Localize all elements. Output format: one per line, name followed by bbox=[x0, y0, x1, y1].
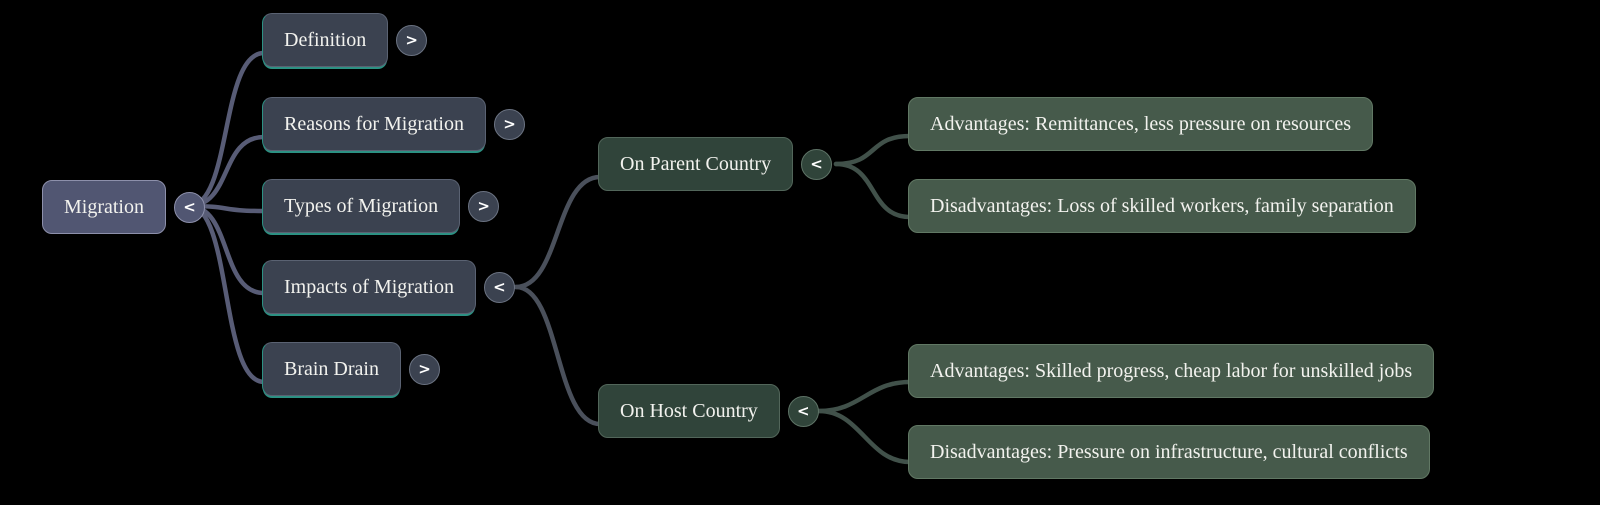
node-on-host-country: On Host Country < bbox=[598, 384, 819, 438]
node-host-disadvantages-label[interactable]: Disadvantages: Pressure on infrastructur… bbox=[908, 425, 1430, 479]
collapse-toggle-impacts[interactable]: < bbox=[483, 271, 515, 303]
link-parent-disadvantages bbox=[833, 161, 913, 220]
node-host-advantages: Advantages: Skilled progress, cheap labo… bbox=[908, 344, 1435, 398]
node-reasons-label[interactable]: Reasons for Migration bbox=[262, 97, 486, 151]
link-parent-advantages bbox=[833, 133, 913, 167]
expand-toggle-definition[interactable]: > bbox=[396, 24, 428, 56]
expand-toggle-reasons[interactable]: > bbox=[493, 108, 525, 140]
expand-toggle-types[interactable]: > bbox=[468, 190, 500, 222]
expand-toggle-brain-drain[interactable]: > bbox=[408, 353, 440, 385]
node-host-advantages-label[interactable]: Advantages: Skilled progress, cheap labo… bbox=[908, 344, 1435, 398]
node-parent-country-label[interactable]: On Parent Country bbox=[598, 137, 794, 191]
node-brain-drain-label[interactable]: Brain Drain bbox=[262, 342, 401, 396]
collapse-toggle-migration[interactable]: < bbox=[174, 191, 205, 223]
collapse-toggle-host-country[interactable]: < bbox=[787, 395, 819, 427]
link-impacts-parentcountry bbox=[513, 174, 603, 290]
link-host-disadvantages bbox=[816, 408, 913, 465]
node-on-parent-country: On Parent Country < bbox=[598, 137, 833, 191]
node-definition-label[interactable]: Definition bbox=[262, 13, 389, 67]
node-types-label[interactable]: Types of Migration bbox=[262, 179, 461, 233]
node-host-country-label[interactable]: On Host Country bbox=[598, 384, 780, 438]
node-parent-advantages: Advantages: Remittances, less pressure o… bbox=[908, 97, 1373, 151]
node-types-of-migration: Types of Migration > bbox=[262, 179, 500, 233]
node-migration: Migration < bbox=[42, 180, 205, 234]
collapse-toggle-parent-country[interactable]: < bbox=[801, 148, 833, 180]
node-host-disadvantages: Disadvantages: Pressure on infrastructur… bbox=[908, 425, 1430, 479]
node-migration-label[interactable]: Migration bbox=[42, 180, 166, 234]
node-impacts-label[interactable]: Impacts of Migration bbox=[262, 260, 476, 314]
node-reasons-for-migration: Reasons for Migration > bbox=[262, 97, 525, 151]
node-parent-advantages-label[interactable]: Advantages: Remittances, less pressure o… bbox=[908, 97, 1373, 151]
node-parent-disadvantages: Disadvantages: Loss of skilled workers, … bbox=[908, 179, 1416, 233]
node-definition: Definition > bbox=[262, 13, 428, 67]
node-parent-disadvantages-label[interactable]: Disadvantages: Loss of skilled workers, … bbox=[908, 179, 1416, 233]
link-host-advantages bbox=[816, 379, 913, 414]
link-impacts-hostcountry bbox=[513, 284, 603, 427]
node-impacts-of-migration: Impacts of Migration < bbox=[262, 260, 515, 314]
node-brain-drain: Brain Drain > bbox=[262, 342, 440, 396]
